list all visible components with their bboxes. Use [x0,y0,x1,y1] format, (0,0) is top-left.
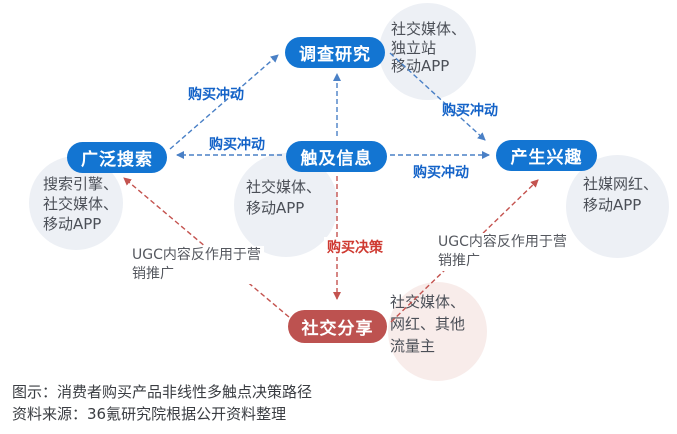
edge-social-share-to-interest [390,179,539,323]
edge-label-impulse-2: 购买冲动 [209,137,265,153]
channel-text-interest: 社媒网红、 移动APP [583,175,659,214]
channel-circle-social-share [388,282,487,381]
channel-circle-investigate [379,3,476,100]
caption: 图示：消费者购买产品非线性多触点决策路径 资料来源：36氪研究院根据公开资料整理 [12,381,312,425]
node-broad-search: 广泛搜索 [67,142,167,173]
channel-text-investigate: 社交媒体、 独立站 移动APP [391,20,467,75]
edge-label-ugc-left: UGC内容反作用于营销推广 [132,246,264,284]
node-interest: 产生兴趣 [496,140,597,171]
edge-label-impulse-4: 购买冲动 [413,165,469,181]
node-touch-info: 触及信息 [286,141,387,172]
caption-title: 图示：消费者购买产品非线性多触点决策路径 [12,383,313,401]
node-investigate: 调查研究 [285,37,385,68]
node-social-share: 社交分享 [288,310,387,343]
channel-text-social-share: 社交媒体、 网红、其他 流量主 [390,293,466,355]
edge-label-decision: 购买决策 [324,237,386,257]
edge-label-impulse-3: 购买冲动 [442,103,498,119]
channel-text-broad-search: 搜索引擎、 社交媒体、 移动APP [43,175,119,233]
edge-label-ugc-right: UGC内容反作用于营销推广 [438,233,570,271]
channel-text-touch-info: 社交媒体、 移动APP [246,178,322,217]
caption-source: 资料来源：36氪研究院根据公开资料整理 [12,405,287,423]
edge-investigate-to-interest [389,52,486,141]
channel-circle-interest [566,155,669,258]
edge-label-impulse-1: 购买冲动 [188,87,244,103]
